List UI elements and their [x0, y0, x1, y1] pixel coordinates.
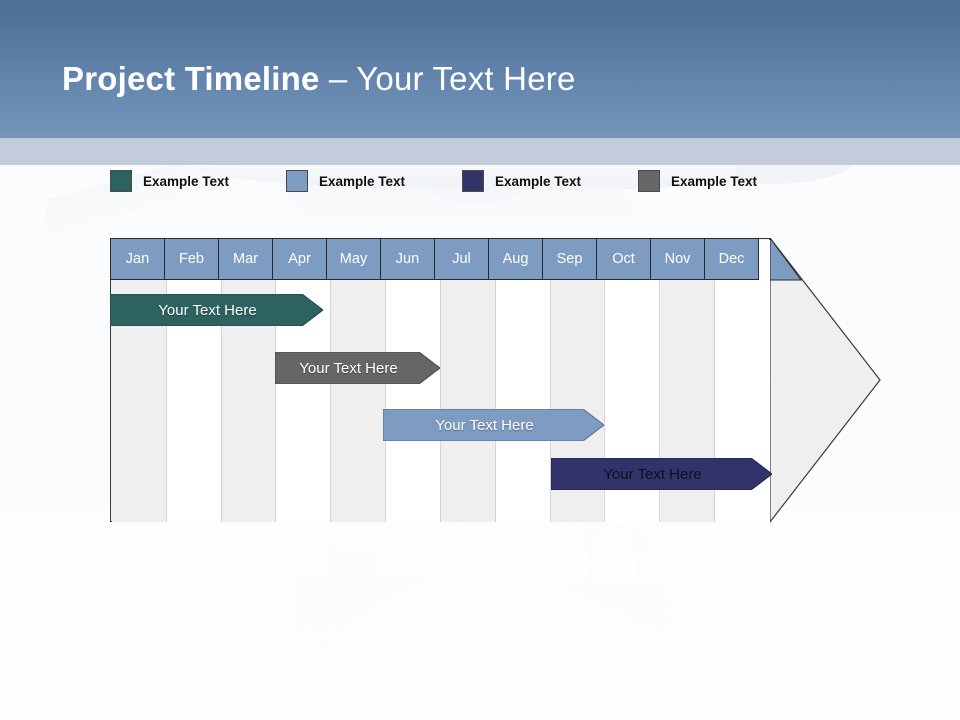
- legend-item-4[interactable]: Example Text: [638, 170, 757, 192]
- month-cell-aug[interactable]: Aug: [488, 238, 543, 280]
- month-cell-sep[interactable]: Sep: [542, 238, 597, 280]
- page-title-bold: Project Timeline: [62, 60, 320, 97]
- month-cell-apr[interactable]: Apr: [272, 238, 327, 280]
- legend-label-3: Example Text: [495, 173, 582, 189]
- legend-item-3[interactable]: Example Text: [462, 170, 581, 192]
- month-cell-jun[interactable]: Jun: [380, 238, 435, 280]
- task-bar-2[interactable]: Your Text Here: [275, 352, 440, 384]
- legend-label-2: Example Text: [319, 173, 406, 189]
- month-cell-nov[interactable]: Nov: [650, 238, 705, 280]
- month-cell-dec[interactable]: Dec: [704, 238, 759, 280]
- legend-swatch-gray-icon: [638, 170, 660, 192]
- task-bar-4[interactable]: Your Text Here: [551, 458, 772, 490]
- task-bar-2-label: Your Text Here: [299, 359, 398, 377]
- task-bar-4-label: Your Text Here: [603, 465, 702, 483]
- timeline-chart: Jan Feb Mar Apr May Jun Jul Aug Sep Oct …: [110, 236, 881, 528]
- legend-swatch-teal-icon: [110, 170, 132, 192]
- timeline-month-header: Jan Feb Mar Apr May Jun Jul Aug Sep Oct …: [110, 238, 770, 280]
- month-cell-jul[interactable]: Jul: [434, 238, 489, 280]
- task-bar-1[interactable]: Your Text Here: [110, 294, 323, 326]
- timeline-column-mar: [221, 240, 277, 522]
- legend-swatch-navy-icon: [462, 170, 484, 192]
- timeline-month-header-tail: [769, 236, 830, 281]
- task-bar-3-label: Your Text Here: [435, 416, 534, 434]
- slide-header-banner: Project Timeline – Your Text Here: [0, 0, 960, 138]
- legend-label-1: Example Text: [143, 173, 230, 189]
- timeline-arrow-head: [769, 236, 881, 524]
- timeline-column-jul: [440, 240, 496, 522]
- task-bar-3[interactable]: Your Text Here: [383, 409, 604, 441]
- legend-item-1[interactable]: Example Text: [110, 170, 229, 192]
- header-accent-band: [0, 138, 960, 165]
- page-title-light: – Your Text Here: [319, 60, 576, 97]
- legend-label-4: Example Text: [671, 173, 758, 189]
- timeline-column-aug: [495, 240, 551, 522]
- legend: Example Text Example Text Example Text E…: [110, 170, 850, 192]
- legend-swatch-light-blue-icon: [286, 170, 308, 192]
- month-cell-mar[interactable]: Mar: [218, 238, 273, 280]
- month-cell-may[interactable]: May: [326, 238, 381, 280]
- task-bar-1-label: Your Text Here: [158, 301, 257, 319]
- page-title: Project Timeline – Your Text Here: [62, 60, 576, 98]
- month-cell-feb[interactable]: Feb: [164, 238, 219, 280]
- timeline-column-feb: [166, 240, 222, 522]
- legend-item-2[interactable]: Example Text: [286, 170, 405, 192]
- timeline-column-jan: [112, 240, 167, 522]
- month-cell-oct[interactable]: Oct: [596, 238, 651, 280]
- month-cell-jan[interactable]: Jan: [110, 238, 165, 280]
